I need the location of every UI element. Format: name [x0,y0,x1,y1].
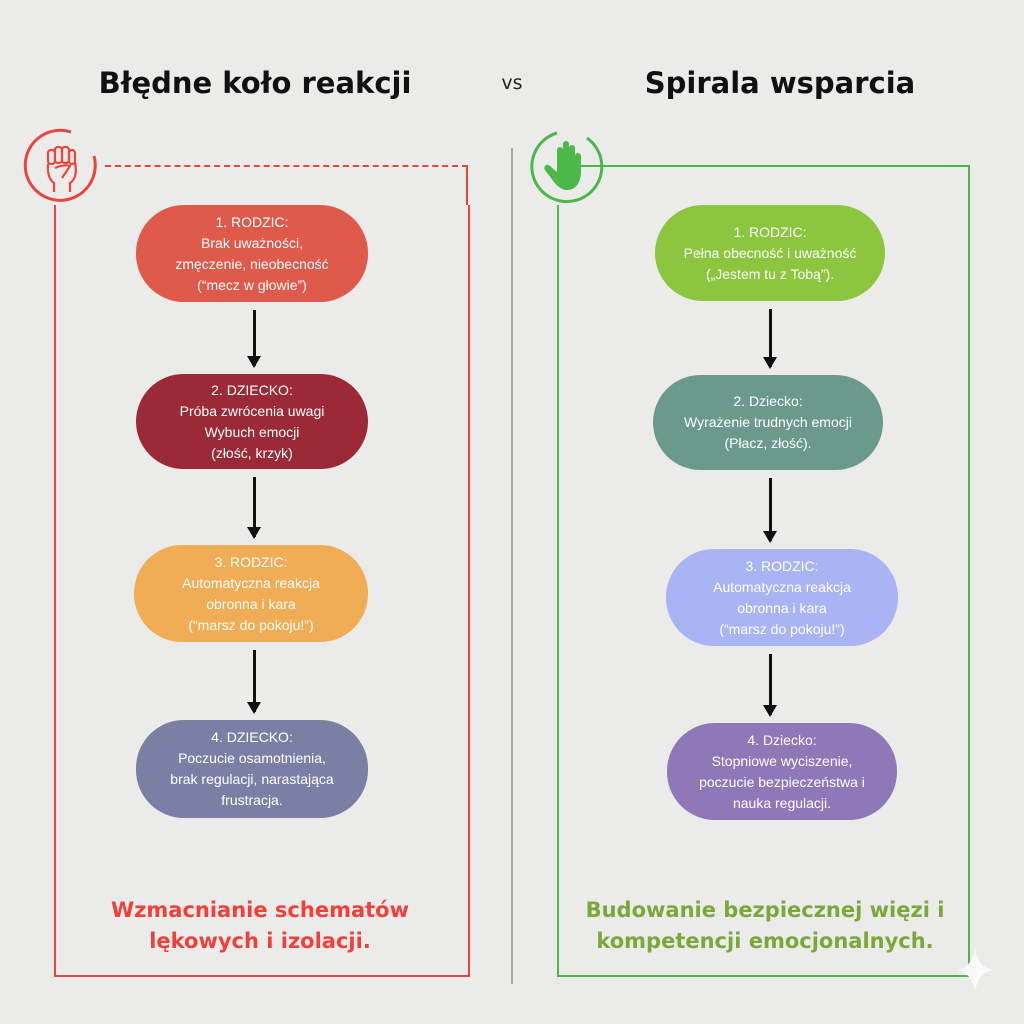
step-text: obronna i kara [206,595,296,612]
vs-label: vs [501,72,523,94]
step-title: 4. Dziecko: [747,731,817,748]
step-text: (“marsz do pokoju!”) [719,620,845,637]
left-arrow-down [247,650,261,714]
step-text: nauka regulacji. [732,794,832,811]
left-step-4: 4. DZIECKO: Poczucie osamotnienia, brak re… [136,720,368,818]
right-step-2: 2. Dziecko: Wyrażenie trudnych emocji (Pła… [653,375,883,470]
step-text: („Jestem tu z Tobą”). [705,265,835,282]
left-footer-line: Wzmacnianie schematów [111,898,409,922]
raised-hand-icon [530,131,604,204]
step-text: Pełna obecność i uważność [683,244,857,261]
step-text: frustracja. [221,792,283,808]
right-step-4: 4. Dziecko: Stopniowe wyciszenie, poczucie… [667,723,897,820]
left-frame [54,205,470,977]
step-title: 2. Dziecko: [733,393,803,409]
step-text: (Płacz, złość). [724,435,812,451]
left-title: Błędne koło reakcji [98,66,412,100]
step-text: (złość, krzyk) [211,444,293,461]
step-text: Próba zwrócenia uwagi [179,402,325,419]
right-footer: Budowanie bezpiecznej więzi i kompetencj… [560,895,970,957]
left-step-3: 3. RODZIC: Automatyczna reakcja obronna i … [134,545,368,642]
right-title: Spirala wsparcia [644,66,916,100]
left-footer-line: lękowych i izolacji. [149,929,371,953]
step-text: Poczucie osamotnienia, [178,750,326,766]
right-frame-edge [557,205,559,975]
left-arrow-down [247,477,261,539]
right-footer-line: kompetencji emocjonalnych. [596,929,934,953]
step-text: brak regulacji, narastająca [170,771,334,787]
step-text: Wyrażenie trudnych emocji [684,414,852,430]
step-text: Wybuch emocji [204,423,300,440]
left-frame-top [105,165,468,167]
sparkle-icon [957,947,993,993]
right-step-3: 3. RODZIC: Automatyczna reakcja obronna i … [666,549,898,646]
step-title: 1. RODZIC: [733,223,807,240]
step-text: Automatyczna reakcja [713,578,851,595]
step-text: obronna i kara [737,599,827,616]
left-frame-edge [466,165,468,205]
step-text: (“marsz do pokoju!”) [188,616,314,633]
right-footer-line: Budowanie bezpiecznej więzi i [585,898,945,922]
step-text: (“mecz w głowie”) [197,276,307,293]
right-frame [557,165,970,977]
step-text: zmęczenie, nieobecność [175,255,329,272]
step-text: poczucie bezpieczeństwa i [699,773,865,790]
step-title: 1. RODZIC: [215,213,289,230]
left-footer: Wzmacnianie schematów lękowych i izolacj… [60,895,460,957]
step-title: 4. DZIECKO: [211,729,293,745]
step-title: 3. RODZIC: [214,553,288,570]
right-arrow-down [763,478,777,543]
divider [511,148,513,984]
left-arrow-down [247,310,261,368]
right-step-1: 1. RODZIC: Pełna obecność i uważność („Jes… [655,205,885,301]
right-arrow-down [763,309,777,369]
step-text: Automatyczna reakcja [182,574,320,591]
step-title: 2. DZIECKO: [211,381,293,398]
step-title: 3. RODZIC: [745,557,819,574]
step-text: Stopniowe wyciszenie, [711,752,853,769]
raised-fist-icon [23,128,97,202]
step-text: Brak uważności, [201,234,303,251]
left-step-1: 1. RODZIC: Brak uważności, zmęczenie, nieo… [136,205,368,302]
right-arrow-down [763,654,777,717]
